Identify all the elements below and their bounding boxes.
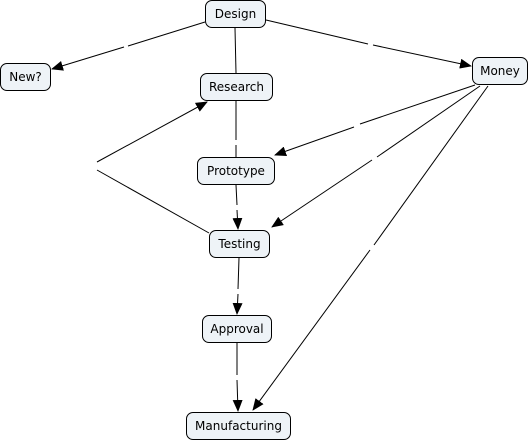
node-design-label: Design [214, 7, 257, 21]
node-money[interactable]: Money [472, 57, 528, 85]
node-new-label: New? [9, 70, 42, 84]
node-testing-label: Testing [218, 237, 261, 251]
edge-design-to-new [51, 21, 206, 71]
node-new[interactable]: New? [0, 63, 51, 91]
node-money-label: Money [480, 64, 520, 78]
edge-money-to-testing [271, 85, 481, 228]
edge-testing-to-approval [232, 257, 243, 315]
edge-approval-to-manufacturing [232, 343, 243, 412]
edge-money-to-prototype [274, 84, 476, 157]
edge-money-to-manufacturing [252, 85, 489, 411]
edge-prototype-to-testing [232, 184, 243, 230]
edge-design-to-research [234, 27, 237, 74]
node-manufacturing-label: Manufacturing [195, 419, 282, 433]
node-approval[interactable]: Approval [202, 315, 272, 343]
node-testing[interactable]: Testing [209, 230, 270, 258]
edge-testing-to-research [96, 101, 210, 234]
node-research-label: Research [208, 80, 265, 94]
node-manufacturing[interactable]: Manufacturing [186, 412, 291, 440]
node-design[interactable]: Design [205, 0, 266, 28]
node-prototype-label: Prototype [207, 164, 265, 178]
node-research[interactable]: Research [200, 73, 273, 101]
node-prototype[interactable]: Prototype [197, 157, 275, 185]
node-approval-label: Approval [210, 322, 264, 336]
edge-design-to-money [265, 19, 472, 69]
